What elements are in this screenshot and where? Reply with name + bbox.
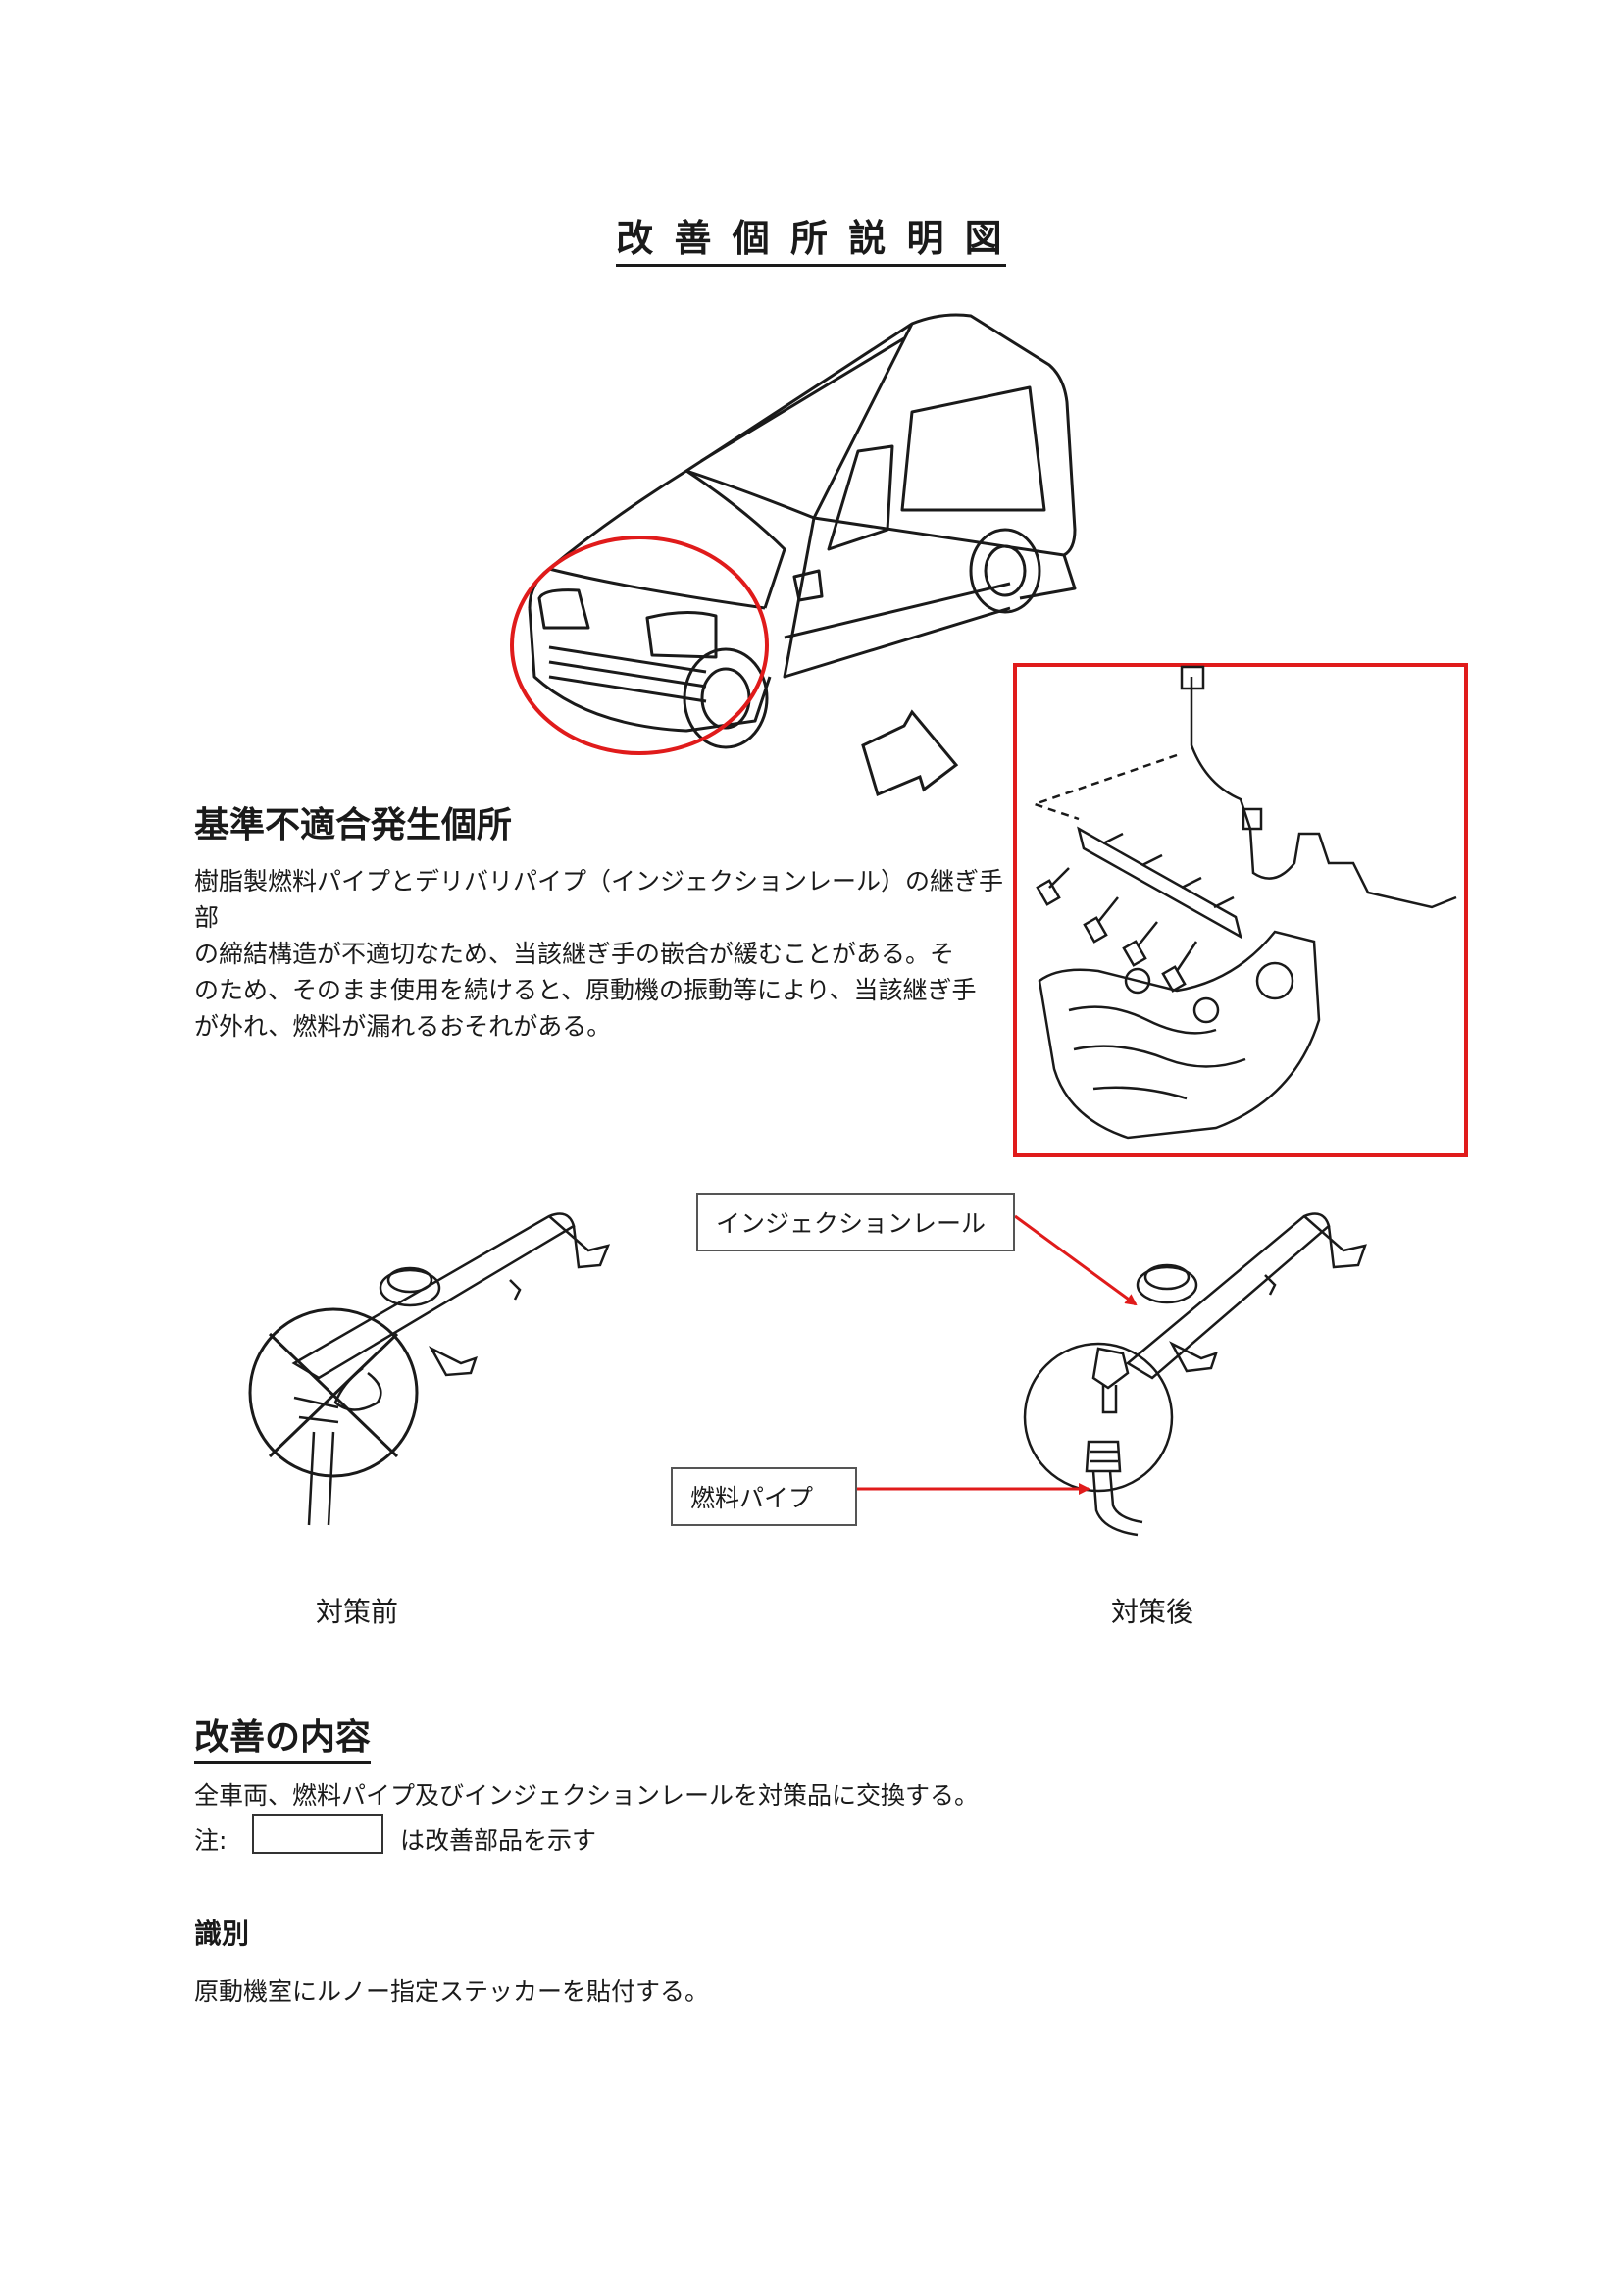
van-drawing	[528, 313, 1077, 749]
engine-rail-drawing	[1031, 665, 1457, 1140]
callout-injection-rail-text: インジェクションレール	[716, 1209, 987, 1238]
page-title-text: 改 善 個 所 説 明 図	[616, 217, 1006, 267]
detail-box	[1013, 663, 1468, 1157]
identification-text: 原動機室にルノー指定ステッカーを貼付する。	[194, 1977, 710, 2006]
outline-arrow-icon	[861, 709, 959, 797]
page-title: 改 善 個 所 説 明 図	[0, 208, 1622, 267]
defect-line: が外れ、燃料が漏れるおそれがある。	[194, 1012, 612, 1041]
callout-fuel-pipe-text: 燃料パイプ	[690, 1484, 814, 1512]
defect-line: の締結構造が不適切なため、当該継ぎ手の嵌合が緩むことがある。そ	[194, 940, 955, 968]
improved-part-legend-box	[252, 1814, 383, 1854]
defect-line: のため、そのまま使用を続けると、原動機の振動等により、当該継ぎ手	[194, 976, 977, 1004]
highlight-circle	[510, 536, 769, 755]
defect-description: 樹脂製燃料パイプとデリバリパイプ（インジェクションレール）の継ぎ手部 の締結構造…	[194, 863, 1008, 1045]
defect-heading: 基準不適合発生個所	[194, 805, 513, 845]
improvement-text: 全車両、燃料パイプ及びインジェクションレールを対策品に交換する。	[194, 1781, 980, 1810]
callout-fuel-pipe: 燃料パイプ	[671, 1467, 857, 1526]
rail-before-drawing	[291, 1212, 611, 1526]
callout-injection-rail: インジェクションレール	[696, 1193, 1015, 1251]
rail-after-drawing	[1023, 1212, 1367, 1537]
improvement-note-suffix: は改善部品を示す	[400, 1826, 597, 1855]
crossed-out-icon	[248, 1307, 419, 1478]
identification-heading: 識別	[194, 1917, 250, 1950]
caption-after: 対策後	[1111, 1596, 1194, 1628]
injection-rail-arrow	[1014, 1214, 1138, 1306]
improvement-heading: 改善の内容	[194, 1709, 372, 1764]
improvement-note-prefix: 注:	[194, 1826, 228, 1855]
defect-line: 樹脂製燃料パイプとデリバリパイプ（インジェクションレール）の継ぎ手部	[194, 867, 1004, 932]
caption-before: 対策前	[316, 1596, 399, 1628]
